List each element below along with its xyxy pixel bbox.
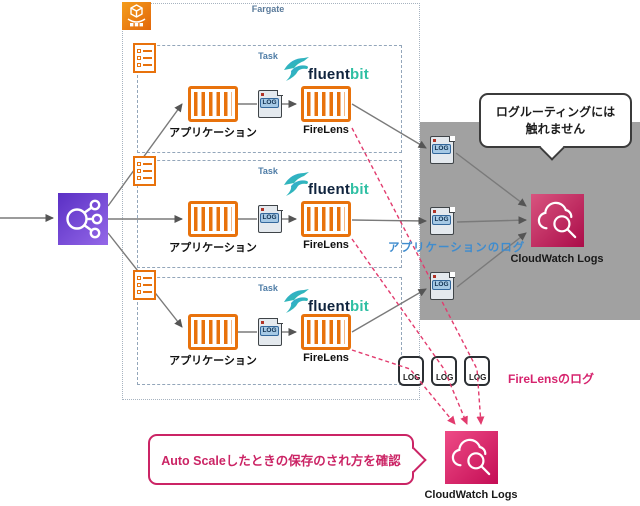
app-container-label: アプリケーション: [169, 355, 257, 367]
callout-autoscale: Auto Scaleしたときの保存のされ方を確認: [148, 434, 427, 485]
firelens-container-label: FireLens: [303, 239, 349, 251]
task-definition-icon: [133, 156, 156, 186]
fluentbit-logo: fluentbit: [308, 181, 369, 198]
firelens-container-icon: [301, 201, 351, 237]
cloudwatch-logs-icon: [445, 431, 498, 484]
log-file-icon: LOG: [431, 356, 457, 386]
task-box-3: [137, 277, 402, 385]
firelens-container-icon: [301, 314, 351, 350]
fargate-label: Fargate: [251, 4, 285, 14]
cloudwatch-logs-label: CloudWatch Logs: [424, 489, 518, 501]
task-label: Task: [258, 166, 278, 176]
log-badge: LOG: [260, 98, 279, 108]
task-label: Task: [258, 283, 278, 293]
fluentbit-logo: fluentbit: [308, 298, 369, 315]
log-file-icon: LOG: [430, 135, 455, 164]
gray-highlight-panel: [420, 122, 640, 320]
task-box-2: [137, 160, 402, 268]
firelens-container-icon: [301, 86, 351, 122]
cloudwatch-logs-icon: [531, 194, 584, 247]
note-firelens-logs: FireLensのログ: [508, 372, 595, 386]
app-container-icon: [188, 201, 238, 237]
app-container-icon: [188, 86, 238, 122]
log-file-icon: LOG: [258, 204, 283, 233]
task-box-1: [137, 45, 402, 153]
log-badge: LOG: [432, 144, 451, 154]
log-badge: LOG: [260, 326, 279, 336]
ecs-service-icon: [122, 2, 151, 30]
log-badge: LOG: [432, 280, 451, 290]
app-container-icon: [188, 314, 238, 350]
callout-log-routing: ログルーティングには 触れません: [479, 93, 632, 161]
callout-text: Auto Scaleしたときの保存のされ方を確認: [161, 454, 401, 468]
app-container-label: アプリケーション: [169, 242, 257, 254]
cloudwatch-logs-label: CloudWatch Logs: [510, 253, 604, 265]
callout-line-2: 触れません: [525, 121, 586, 136]
firelens-container-label: FireLens: [303, 124, 349, 136]
fargate-boundary: [122, 3, 420, 400]
app-container-label: アプリケーション: [169, 127, 257, 139]
log-file-icon: LOG: [430, 271, 455, 300]
firelens-container-label: FireLens: [303, 352, 349, 364]
fluentbit-bird-icon: [284, 289, 309, 313]
log-file-icon: LOG: [258, 89, 283, 118]
log-file-icon: LOG: [430, 206, 455, 235]
task-label: Task: [258, 51, 278, 61]
log-file-icon: LOG: [258, 317, 283, 346]
task-definition-icon: [133, 270, 156, 300]
load-balancer-icon: [58, 193, 108, 245]
fluentbit-bird-icon: [284, 172, 309, 196]
log-badge: LOG: [260, 213, 279, 223]
fluentbit-bird-icon: [284, 57, 309, 81]
fluentbit-logo: fluentbit: [308, 66, 369, 83]
callout-line-1: ログルーティングには: [495, 104, 616, 119]
log-badge: LOG: [432, 215, 451, 225]
note-app-logs: アプリケーションのログ: [388, 242, 526, 254]
task-definition-icon: [133, 43, 156, 73]
